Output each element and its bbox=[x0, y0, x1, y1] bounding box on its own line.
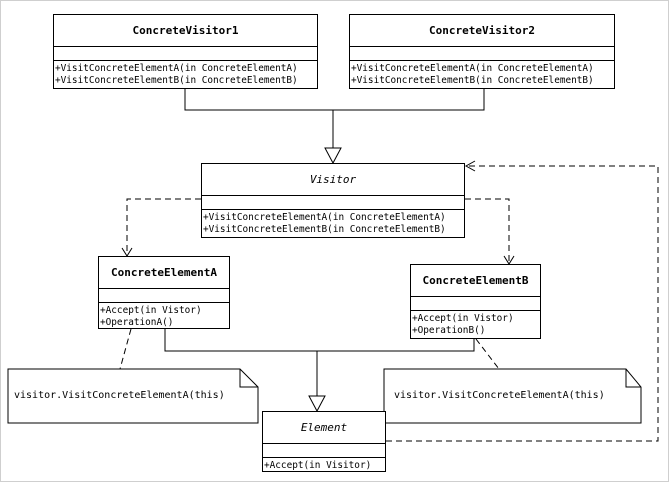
dependency-element-to-visitor bbox=[386, 165, 659, 442]
operation: +VisitConcreteElementB(in ConcreteElemen… bbox=[203, 224, 446, 235]
operations-compartment: +VisitConcreteElementA(in ConcreteElemen… bbox=[350, 61, 614, 87]
class-concrete-visitor2[interactable]: ConcreteVisitor2 +VisitConcreteElementA(… bbox=[349, 14, 615, 89]
attributes-compartment bbox=[99, 289, 229, 303]
attributes-compartment bbox=[202, 196, 464, 210]
note-anchor-b bbox=[475, 338, 500, 370]
attributes-compartment bbox=[263, 444, 385, 458]
class-element[interactable]: Element +Accept(in Visitor) bbox=[262, 411, 386, 472]
operations-compartment: +VisitConcreteElementA(in ConcreteElemen… bbox=[54, 61, 317, 87]
dependency-arrow-visitor bbox=[464, 160, 476, 172]
generalization-visitor2-to-visitor bbox=[333, 88, 485, 111]
attributes-compartment bbox=[411, 297, 540, 311]
class-name-concrete-visitor2: ConcreteVisitor2 bbox=[350, 15, 614, 47]
operation: +OperationA() bbox=[100, 317, 174, 328]
note-text-b: visitor.VisitConcreteElementA(this) bbox=[394, 390, 605, 401]
generalization-visitor1-to-visitor bbox=[184, 88, 333, 111]
dependency-visitor-to-elementb bbox=[465, 198, 510, 263]
note-shape-a bbox=[7, 368, 259, 424]
class-name-visitor: Visitor bbox=[202, 164, 464, 196]
operations-compartment: +Accept(in Vistor) +OperationB() bbox=[411, 311, 540, 337]
operation: +VisitConcreteElementB(in ConcreteElemen… bbox=[351, 75, 594, 86]
operation: +VisitConcreteElementA(in ConcreteElemen… bbox=[351, 63, 594, 74]
generalization-elementb-to-element bbox=[317, 338, 475, 352]
operations-compartment: +Accept(in Visitor) bbox=[263, 458, 385, 472]
class-name-concrete-element-b: ConcreteElementB bbox=[411, 265, 540, 297]
note-anchor-a bbox=[119, 328, 132, 370]
class-concrete-element-a[interactable]: ConcreteElementA +Accept(in Vistor) +Ope… bbox=[98, 256, 230, 329]
generalization-elementa-to-element bbox=[164, 328, 317, 352]
operation: +Accept(in Vistor) bbox=[412, 313, 514, 324]
operation: +VisitConcreteElementB(in ConcreteElemen… bbox=[55, 75, 298, 86]
class-name-element: Element bbox=[263, 412, 385, 444]
operation: +VisitConcreteElementA(in ConcreteElemen… bbox=[203, 212, 446, 223]
operations-compartment: +Accept(in Vistor) +OperationA() bbox=[99, 303, 229, 329]
attributes-compartment bbox=[350, 47, 614, 61]
operation: +OperationB() bbox=[412, 325, 486, 336]
operation: +Accept(in Visitor) bbox=[264, 460, 372, 471]
class-name-concrete-visitor1: ConcreteVisitor1 bbox=[54, 15, 317, 47]
operation: +Accept(in Vistor) bbox=[100, 305, 202, 316]
class-concrete-visitor1[interactable]: ConcreteVisitor1 +VisitConcreteElementA(… bbox=[53, 14, 318, 89]
note-fold-b bbox=[625, 369, 641, 388]
attributes-compartment bbox=[54, 47, 317, 61]
class-name-concrete-element-a: ConcreteElementA bbox=[99, 257, 229, 289]
class-concrete-element-b[interactable]: ConcreteElementB +Accept(in Vistor) +Ope… bbox=[410, 264, 541, 339]
operations-compartment: +VisitConcreteElementA(in ConcreteElemen… bbox=[202, 210, 464, 236]
generalization-arrowhead-element bbox=[308, 395, 326, 413]
operation: +VisitConcreteElementA(in ConcreteElemen… bbox=[55, 63, 298, 74]
note-text-a: visitor.VisitConcreteElementA(this) bbox=[14, 390, 225, 401]
generalization-arrowhead-visitor bbox=[324, 147, 342, 165]
note-fold-a bbox=[239, 369, 258, 388]
class-visitor[interactable]: Visitor +VisitConcreteElementA(in Concre… bbox=[201, 163, 465, 238]
dependency-visitor-to-elementa bbox=[126, 198, 201, 255]
